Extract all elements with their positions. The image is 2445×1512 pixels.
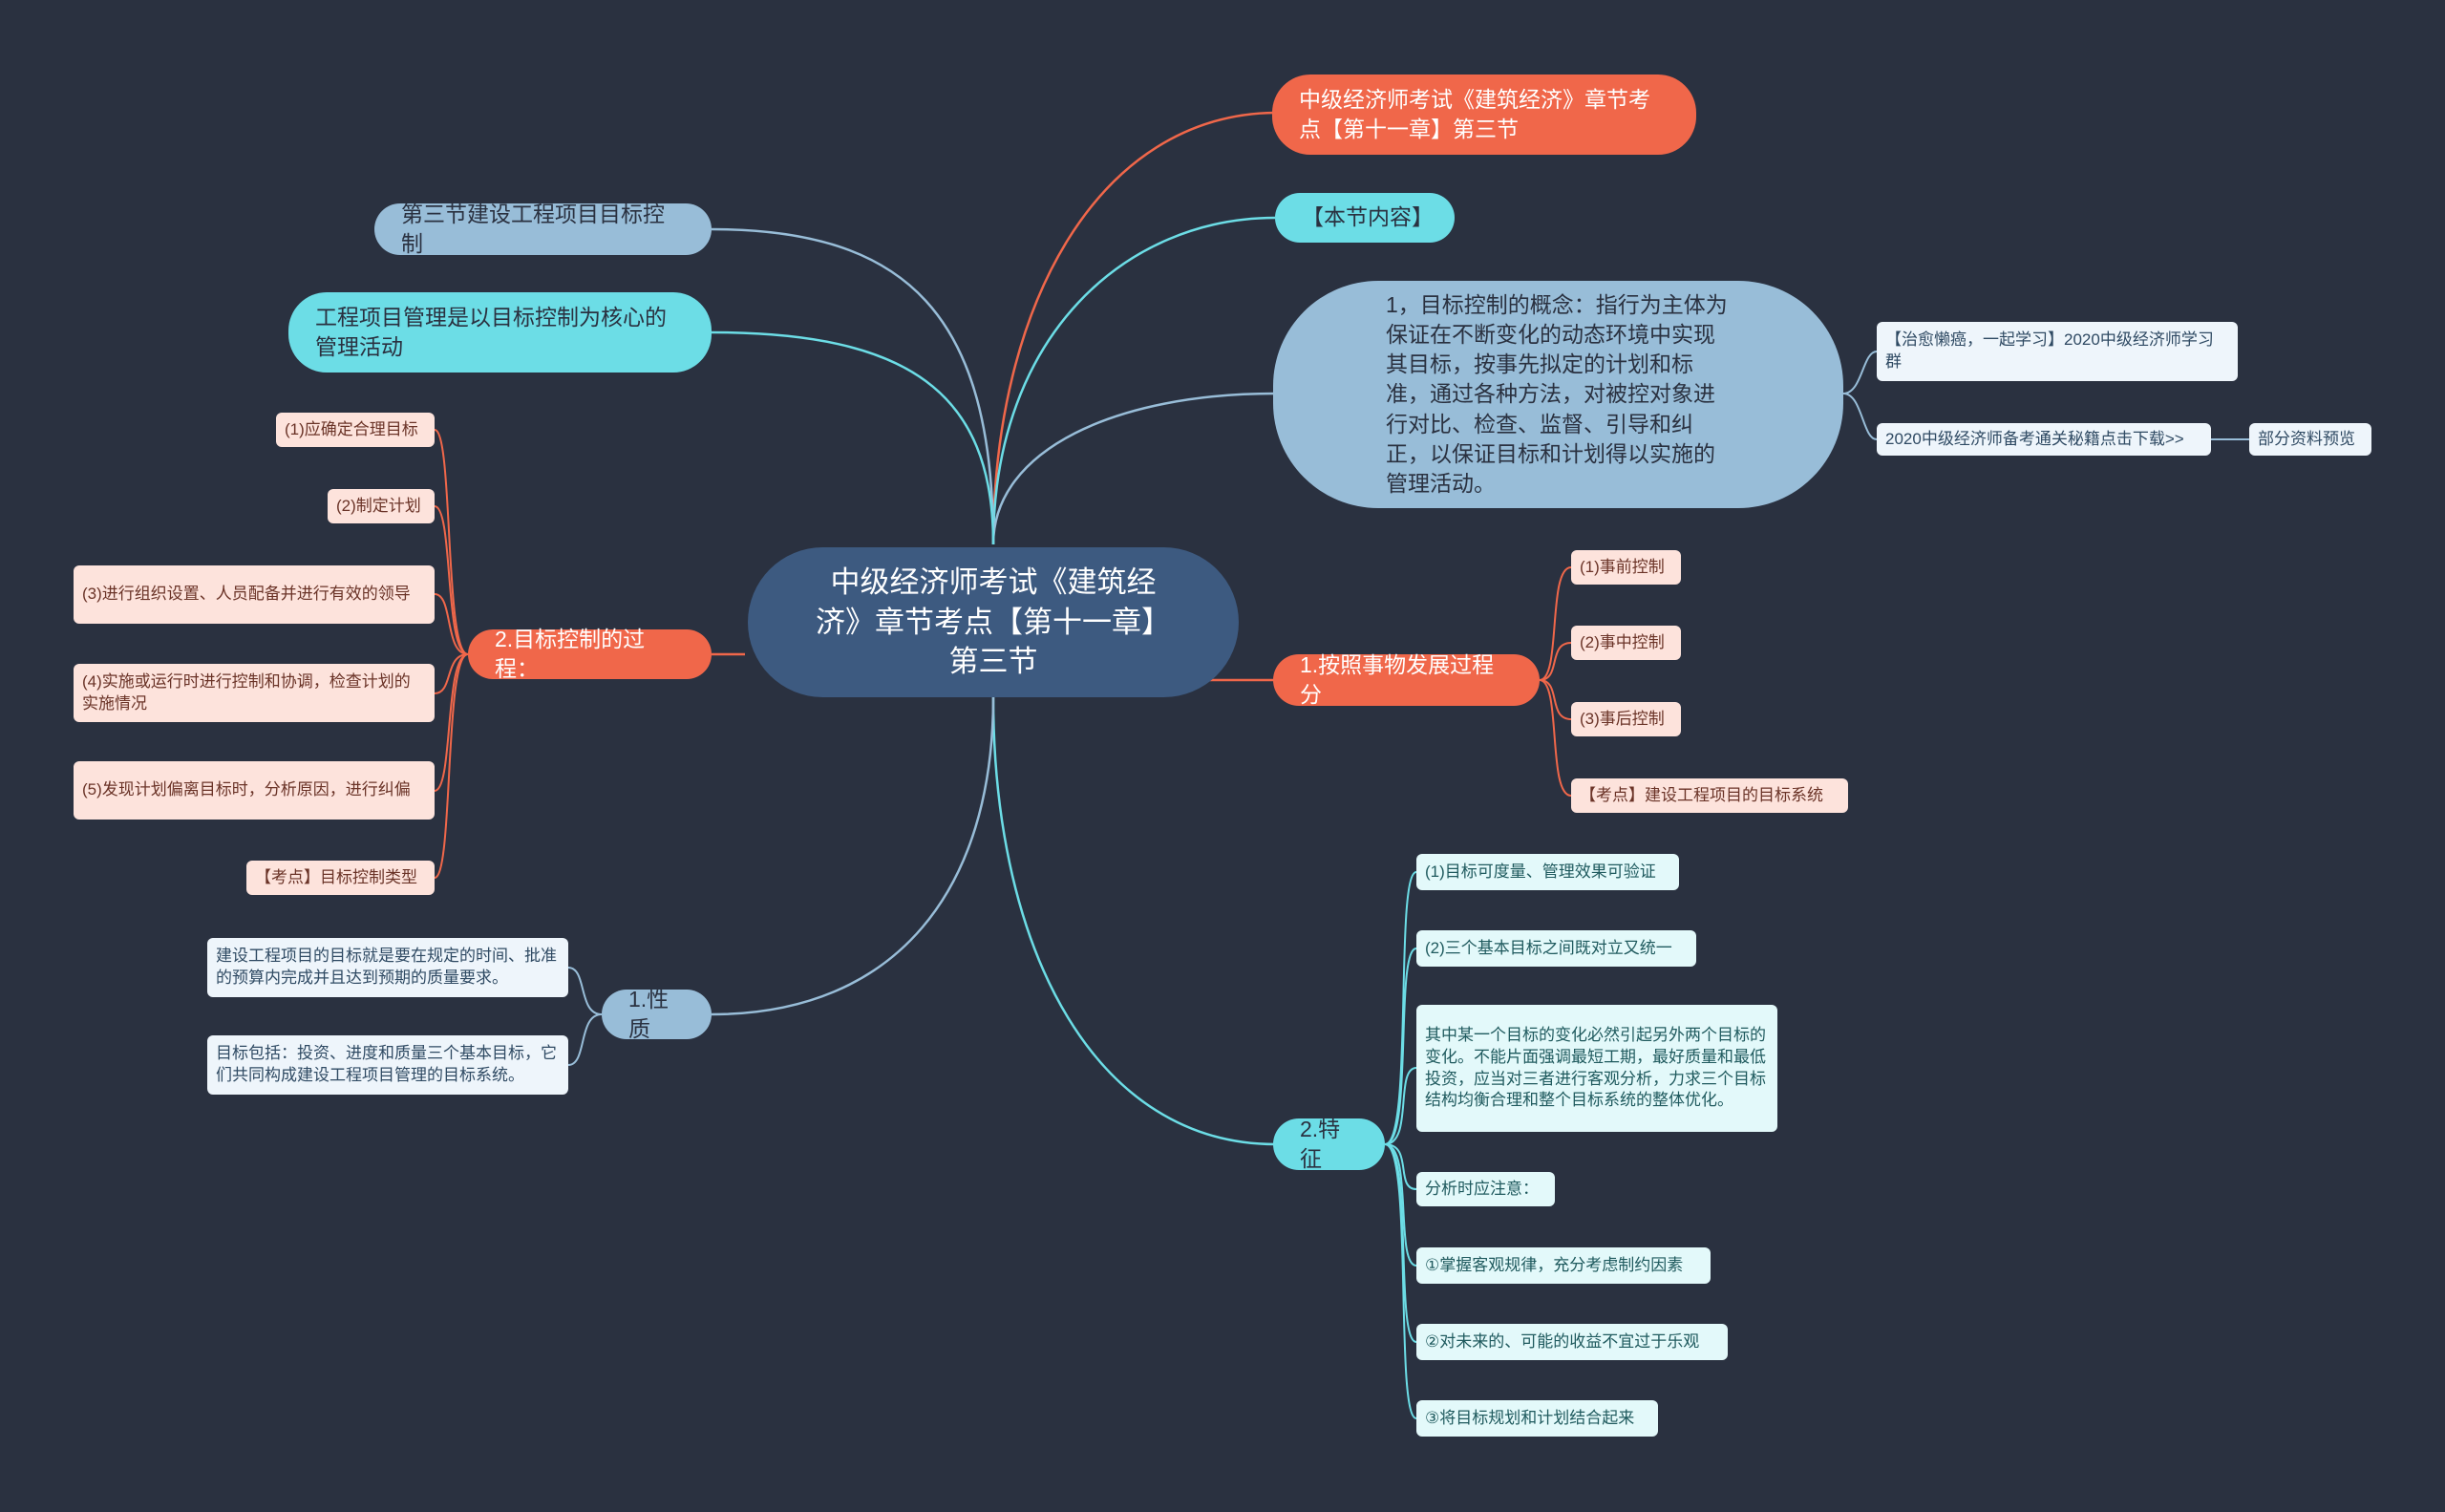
concept-child-1[interactable]: 【治愈懒癌，一起学习】2020中级经济师学习群 [1877,322,2238,381]
process-child-3-label: (3)进行组织设置、人员配备并进行有效的领导 [82,585,411,604]
nature-child-1-label: 建设工程项目的目标就是要在规定的时间、批准的预算内完成并且达到预期的质量要求。 [216,947,557,987]
process-dev-child-2[interactable]: (2)事中控制 [1571,626,1681,660]
process-dev-child-1[interactable]: (1)事前控制 [1571,550,1681,585]
link-root-features [991,696,1276,1146]
features-child-3-label: 其中某一个目标的变化必然引起另外两个目标的变化。不能片面强调最短工期，最好质量和… [1425,1025,1766,1110]
link-proc-1 [434,429,469,655]
features-child-6-label: ②对未来的、可能的收益不宜过于乐观 [1425,1331,1700,1351]
link-root-section [711,227,995,545]
link-root-nature [711,696,995,1016]
link-root-content [991,216,1276,545]
link-nature-2 [567,1013,603,1066]
link-proc-3 [434,593,469,655]
link-pdev-4 [1539,679,1572,797]
features-child-7-label: ③将目标规划和计划结合起来 [1425,1408,1635,1427]
nature-label: 1.性质 [628,986,670,1041]
nature-child-2[interactable]: 目标包括：投资、进度和质量三个基本目标，它们共同构成建设工程项目管理的目标系统。 [207,1035,568,1095]
title-node[interactable]: 中级经济师考试《建筑经济》章节考点【第十一章】第三节 [1272,75,1696,155]
link-feat-6 [1384,1143,1417,1343]
features-child-3[interactable]: 其中某一个目标的变化必然引起另外两个目标的变化。不能片面强调最短工期，最好质量和… [1416,1005,1777,1132]
process-child-1[interactable]: (1)应确定合理目标 [276,413,435,447]
link-feat-1 [1384,871,1417,1145]
section-content-label: 【本节内容】 [1302,204,1434,230]
link-root-title [991,111,1276,545]
section-title-node[interactable]: 第三节建设工程项目目标控制 [374,202,712,256]
concept-child-2[interactable]: 2020中级经济师备考通关秘籍点击下载>> [1877,423,2211,456]
link-root-core [711,330,995,545]
process-child-4[interactable]: (4)实施或运行时进行控制和协调，检查计划的实施情况 [74,664,435,722]
link-proc-4 [434,653,469,694]
process-child-6-label: 【考点】目标控制类型 [255,867,417,886]
concept-label: 1，目标控制的概念：指行为主体为保证在不断变化的动态环境中实现其目标，按事先拟定… [1386,292,1728,496]
process-child-2[interactable]: (2)制定计划 [328,489,435,523]
process-child-4-label: (4)实施或运行时进行控制和协调，检查计划的实施情况 [82,671,411,713]
process-dev-child-2-label: (2)事中控制 [1580,632,1665,651]
link-proc-2 [434,505,469,655]
concept-grandchild-label: 部分资料预览 [2258,429,2355,448]
section-content-node[interactable]: 【本节内容】 [1275,193,1455,243]
link-feat-4 [1384,1143,1417,1190]
process-child-6[interactable]: 【考点】目标控制类型 [246,861,435,895]
link-feat-5 [1384,1143,1417,1267]
link-feat-2 [1384,948,1417,1145]
link-concept-2 [1842,393,1878,440]
features-child-1[interactable]: (1)目标可度量、管理效果可验证 [1416,854,1679,890]
process-child-3[interactable]: (3)进行组织设置、人员配备并进行有效的领导 [74,565,435,624]
link-feat-7 [1384,1143,1417,1419]
link-root-concept [991,392,1276,545]
features-child-2[interactable]: (2)三个基本目标之间既对立又统一 [1416,930,1696,967]
process-dev-child-3-label: (3)事后控制 [1580,709,1665,728]
process-child-5-label: (5)发现计划偏离目标时，分析原因，进行纠偏 [82,780,411,799]
link-feat-3 [1384,1067,1417,1145]
features-child-5[interactable]: ①掌握客观规律，充分考虑制约因素 [1416,1247,1711,1284]
features-child-6[interactable]: ②对未来的、可能的收益不宜过于乐观 [1416,1324,1728,1360]
process-child-5[interactable]: (5)发现计划偏离目标时，分析原因，进行纠偏 [74,761,435,820]
link-pdev-1 [1539,566,1572,681]
process-dev-child-3[interactable]: (3)事后控制 [1571,702,1681,736]
features-label: 2.特征 [1300,1116,1341,1171]
process-dev-child-4[interactable]: 【考点】建设工程项目的目标系统 [1571,778,1848,813]
link-concept-1 [1842,351,1878,394]
link-nature-1 [567,967,603,1015]
process-dev-child-4-label: 【考点】建设工程项目的目标系统 [1580,785,1823,804]
features-child-1-label: (1)目标可度量、管理效果可验证 [1425,862,1656,881]
nature-child-2-label: 目标包括：投资、进度和质量三个基本目标，它们共同构成建设工程项目管理的目标系统。 [216,1044,557,1084]
link-pdev-3 [1539,679,1572,720]
features-child-5-label: ①掌握客观规律，充分考虑制约因素 [1425,1255,1684,1274]
link-pdev-2 [1539,642,1572,681]
process-child-2-label: (2)制定计划 [336,496,421,515]
process-label: 2.目标控制的过程： [495,626,646,681]
process-dev-label: 1.按照事物发展过程分 [1300,651,1495,707]
features-child-2-label: (2)三个基本目标之间既对立又统一 [1425,938,1672,957]
nature-node[interactable]: 1.性质 [602,987,712,1041]
concept-grandchild[interactable]: 部分资料预览 [2249,423,2371,456]
root-label: 中级经济师考试《建筑经济》章节考点【第十一章】第三节 [816,564,1171,679]
concept-child-1-label: 【治愈懒癌，一起学习】2020中级经济师学习群 [1885,330,2214,371]
features-child-4[interactable]: 分析时应注意： [1416,1172,1555,1206]
link-proc-5 [434,653,469,792]
section-title-label: 第三节建设工程项目目标控制 [401,201,665,256]
features-node[interactable]: 2.特征 [1273,1117,1385,1171]
title-node-label: 中级经济师考试《建筑经济》章节考点【第十一章】第三节 [1299,86,1650,141]
concept-node[interactable]: 1，目标控制的概念：指行为主体为保证在不断变化的动态环境中实现其目标，按事先拟定… [1273,281,1843,508]
process-node[interactable]: 2.目标控制的过程： [468,627,712,681]
core-label: 工程项目管理是以目标控制为核心的管理活动 [315,304,667,359]
nature-child-1[interactable]: 建设工程项目的目标就是要在规定的时间、批准的预算内完成并且达到预期的质量要求。 [207,938,568,997]
concept-child-2-label: 2020中级经济师备考通关秘籍点击下载>> [1885,429,2184,448]
process-dev-node[interactable]: 1.按照事物发展过程分 [1273,652,1540,707]
core-node[interactable]: 工程项目管理是以目标控制为核心的管理活动 [288,292,712,373]
process-dev-child-1-label: (1)事前控制 [1580,557,1665,576]
root-node[interactable]: 中级经济师考试《建筑经济》章节考点【第十一章】第三节 [748,547,1239,697]
features-child-4-label: 分析时应注意： [1425,1179,1539,1198]
link-proc-6 [434,653,469,879]
process-child-1-label: (1)应确定合理目标 [285,419,418,438]
features-child-7[interactable]: ③将目标规划和计划结合起来 [1416,1400,1658,1437]
